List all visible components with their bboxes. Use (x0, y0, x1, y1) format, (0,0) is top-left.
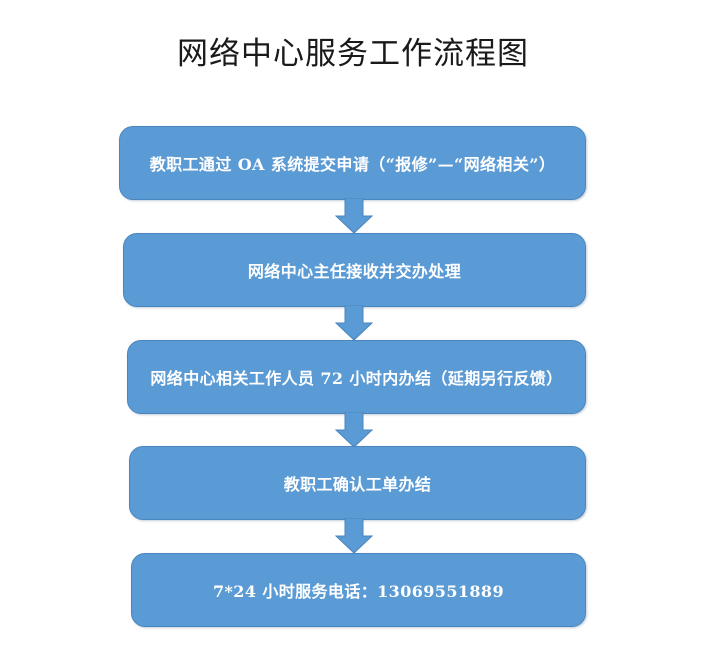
down-arrow-icon (335, 518, 373, 554)
down-arrow-icon (335, 305, 373, 341)
flow-node-director-receive[interactable]: 网络中心主任接收并交办处理 (123, 233, 586, 307)
page-title: 网络中心服务工作流程图 (177, 36, 529, 72)
flow-node-label: 网络中心主任接收并交办处理 (247, 262, 462, 281)
flow-node-label: 教职工通过 OA 系统提交申请（“报修”—“网络相关”） (149, 155, 556, 174)
flow-node-label: 教职工确认工单办结 (283, 475, 432, 494)
flow-node-staff-complete[interactable]: 网络中心相关工作人员 72 小时内办结（延期另行反馈） (127, 340, 586, 414)
flow-node-service-hotline[interactable]: 7*24 小时服务电话：13069551889 (131, 553, 586, 627)
flow-node-submit-request[interactable]: 教职工通过 OA 系统提交申请（“报修”—“网络相关”） (119, 126, 586, 200)
flow-node-label: 网络中心相关工作人员 72 小时内办结（延期另行反馈） (150, 369, 563, 388)
flow-node-label: 7*24 小时服务电话：13069551889 (213, 582, 504, 601)
down-arrow-icon (335, 198, 373, 234)
flow-node-staff-confirm[interactable]: 教职工确认工单办结 (129, 446, 586, 520)
down-arrow-icon (335, 412, 373, 448)
